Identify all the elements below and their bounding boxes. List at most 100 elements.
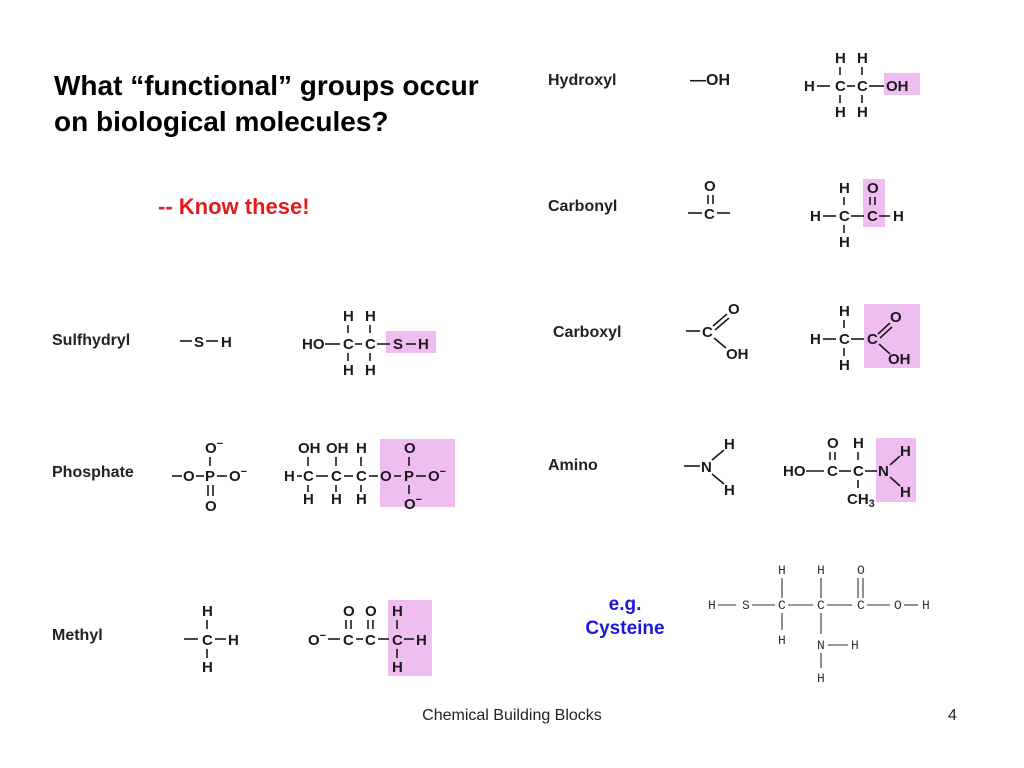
svg-text:H: H <box>839 234 850 251</box>
svg-text:O: O <box>404 440 416 457</box>
svg-text:H: H <box>835 50 846 67</box>
svg-text:C: C <box>365 336 376 353</box>
svg-text:C: C <box>303 468 314 485</box>
svg-text:O: O <box>380 468 392 485</box>
svg-text:OH: OH <box>886 78 909 95</box>
methyl-group-formula: H C H H <box>184 603 239 676</box>
svg-text:O: O <box>857 563 865 578</box>
svg-text:C: C <box>704 206 715 223</box>
svg-text:C: C <box>778 598 786 613</box>
svg-text:H: H <box>817 671 825 686</box>
svg-text:H: H <box>851 638 859 653</box>
svg-text:H: H <box>778 563 786 578</box>
amino-group-formula: N H H <box>684 436 735 499</box>
slide-footer: Chemical Building Blocks <box>422 707 602 724</box>
svg-text:C: C <box>867 208 878 225</box>
svg-text:CH3: CH3 <box>847 491 875 510</box>
svg-text:C: C <box>702 324 713 341</box>
slide-title: What “functional” groups occur on biolog… <box>54 70 479 137</box>
label-carbonyl: Carbonyl <box>548 198 618 215</box>
hydroxyl-group-formula: —OH <box>690 72 730 89</box>
svg-text:H: H <box>839 180 850 197</box>
svg-text:C: C <box>835 78 846 95</box>
svg-text:H: H <box>857 104 868 121</box>
svg-text:O−: O− <box>308 630 326 649</box>
svg-text:C: C <box>867 331 878 348</box>
svg-text:H: H <box>817 563 825 578</box>
svg-text:H: H <box>857 50 868 67</box>
svg-text:C: C <box>857 598 865 613</box>
svg-text:O: O <box>867 180 879 197</box>
svg-text:O: O <box>365 603 377 620</box>
label-sulfhydryl: Sulfhydryl <box>52 332 131 349</box>
svg-text:HO: HO <box>302 336 325 353</box>
svg-text:H: H <box>392 659 403 676</box>
svg-text:S: S <box>393 336 403 353</box>
svg-text:H: H <box>331 491 342 508</box>
svg-text:C: C <box>853 463 864 480</box>
svg-text:N: N <box>817 638 825 653</box>
label-carboxyl: Carboxyl <box>553 324 622 341</box>
label-phosphate: Phosphate <box>52 464 134 481</box>
svg-text:H: H <box>810 331 821 348</box>
svg-text:OH: OH <box>326 440 349 457</box>
svg-text:H: H <box>392 603 403 620</box>
svg-text:HO: HO <box>783 463 806 480</box>
svg-text:H: H <box>853 435 864 452</box>
svg-text:H: H <box>221 334 232 351</box>
svg-text:H: H <box>724 482 735 499</box>
svg-text:O: O <box>183 468 195 485</box>
svg-text:H: H <box>900 484 911 501</box>
example-eg-text: e.g. <box>608 594 642 615</box>
example-name-text: Cysteine <box>585 617 665 639</box>
svg-text:O−: O− <box>229 466 247 485</box>
svg-text:O: O <box>890 309 902 326</box>
svg-text:C: C <box>343 336 354 353</box>
svg-text:P: P <box>404 468 414 485</box>
svg-text:H: H <box>724 436 735 453</box>
svg-text:O: O <box>205 498 217 515</box>
label-methyl: Methyl <box>52 627 103 644</box>
svg-text:OH: OH <box>298 440 321 457</box>
svg-text:P: P <box>205 468 215 485</box>
phosphate-group-formula: O− O P O− O <box>172 438 247 515</box>
svg-text:H: H <box>228 632 239 649</box>
svg-text:C: C <box>365 632 376 649</box>
svg-text:H: H <box>839 357 850 374</box>
svg-text:H: H <box>900 443 911 460</box>
carboxyl-example-structure: H H C C O OH H <box>810 303 920 374</box>
svg-text:H: H <box>810 208 821 225</box>
svg-text:S: S <box>194 334 204 351</box>
svg-text:H: H <box>343 362 354 379</box>
svg-text:C: C <box>817 598 825 613</box>
svg-text:C: C <box>392 632 403 649</box>
label-amino: Amino <box>548 457 598 474</box>
svg-text:H: H <box>284 468 295 485</box>
svg-text:H: H <box>922 598 930 613</box>
carboxyl-group-formula: C O OH <box>686 301 749 363</box>
svg-text:N: N <box>701 459 712 476</box>
page-number: 4 <box>948 707 957 724</box>
svg-text:OH: OH <box>888 351 911 368</box>
cysteine-example-label: e.g. Cysteine <box>560 593 690 641</box>
svg-text:C: C <box>343 632 354 649</box>
svg-text:H: H <box>416 632 427 649</box>
svg-text:H: H <box>356 491 367 508</box>
svg-text:H: H <box>202 603 213 620</box>
svg-text:O: O <box>894 598 902 613</box>
svg-text:H: H <box>839 303 850 320</box>
svg-text:O: O <box>704 178 716 195</box>
svg-text:H: H <box>303 491 314 508</box>
svg-text:H: H <box>365 362 376 379</box>
svg-text:C: C <box>839 331 850 348</box>
carbonyl-group-formula: O C <box>688 178 730 223</box>
svg-text:O−: O− <box>205 438 223 457</box>
svg-text:H: H <box>343 308 354 325</box>
slide-subtitle: -- Know these! <box>158 194 310 219</box>
svg-text:N: N <box>878 463 889 480</box>
